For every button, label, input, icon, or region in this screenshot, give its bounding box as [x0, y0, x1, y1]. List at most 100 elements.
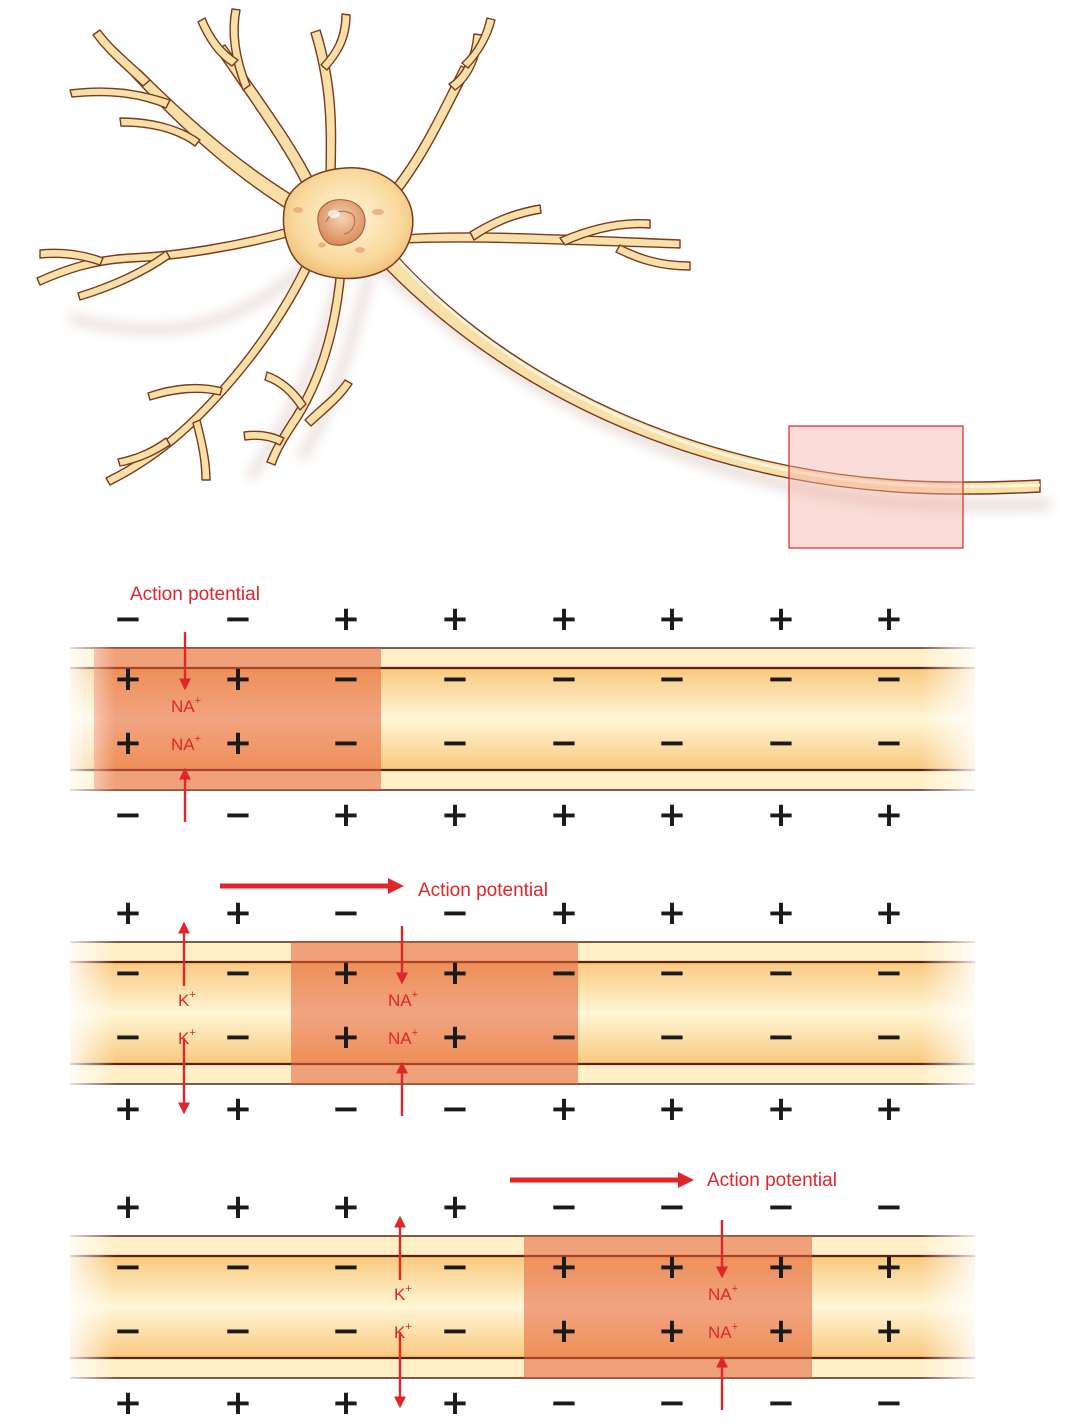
- minus-sign: −: [332, 1247, 361, 1287]
- plus-sign: +: [441, 1187, 470, 1227]
- plus-sign: +: [332, 1187, 361, 1227]
- zoom-box: [789, 426, 963, 548]
- minus-sign: −: [224, 599, 253, 639]
- minus-sign: −: [550, 953, 579, 993]
- minus-sign: −: [332, 1311, 361, 1351]
- minus-sign: −: [224, 1017, 253, 1057]
- plus-sign: +: [224, 1383, 253, 1423]
- minus-sign: −: [114, 1017, 143, 1057]
- minus-sign: −: [224, 953, 253, 993]
- edge-fade: [60, 938, 985, 1088]
- plus-sign: +: [441, 795, 470, 835]
- plus-sign: +: [332, 599, 361, 639]
- minus-sign: −: [550, 1187, 579, 1227]
- minus-sign: −: [224, 1311, 253, 1351]
- minus-sign: −: [224, 1247, 253, 1287]
- plus-sign: +: [767, 1089, 796, 1129]
- plus-sign: +: [875, 795, 904, 835]
- plus-sign: +: [332, 1017, 361, 1057]
- plus-sign: +: [658, 1089, 687, 1129]
- minus-sign: −: [550, 659, 579, 699]
- minus-sign: −: [550, 723, 579, 763]
- plus-sign: +: [224, 1187, 253, 1227]
- axon-panel-3: Action potential++++−−−−−−−−++++−−−−++++…: [60, 1170, 985, 1423]
- plus-sign: +: [875, 1311, 904, 1351]
- minus-sign: −: [441, 893, 470, 933]
- minus-sign: −: [767, 659, 796, 699]
- minus-sign: −: [332, 1089, 361, 1129]
- propagation-arrow-head: [678, 1172, 694, 1188]
- minus-sign: −: [658, 953, 687, 993]
- minus-sign: −: [332, 893, 361, 933]
- plus-sign: +: [550, 1311, 579, 1351]
- minus-sign: −: [441, 1247, 470, 1287]
- plus-sign: +: [767, 795, 796, 835]
- plus-sign: +: [224, 1089, 253, 1129]
- minus-sign: −: [875, 723, 904, 763]
- plus-sign: +: [441, 599, 470, 639]
- plus-sign: +: [114, 723, 143, 763]
- plus-sign: +: [875, 1089, 904, 1129]
- plus-sign: +: [114, 1187, 143, 1227]
- plus-sign: +: [875, 599, 904, 639]
- minus-sign: −: [441, 1089, 470, 1129]
- plus-sign: +: [550, 1089, 579, 1129]
- plus-sign: +: [332, 953, 361, 993]
- plus-sign: +: [767, 893, 796, 933]
- minus-sign: −: [767, 723, 796, 763]
- minus-sign: −: [114, 795, 143, 835]
- minus-sign: −: [658, 1187, 687, 1227]
- minus-sign: −: [550, 1383, 579, 1423]
- neuron-illustration: [37, 9, 1050, 548]
- plus-sign: +: [114, 659, 143, 699]
- plus-sign: +: [875, 893, 904, 933]
- plus-sign: +: [875, 1247, 904, 1287]
- minus-sign: −: [875, 659, 904, 699]
- minus-sign: −: [875, 953, 904, 993]
- minus-sign: −: [875, 1383, 904, 1423]
- minus-sign: −: [767, 1017, 796, 1057]
- plus-sign: +: [114, 1089, 143, 1129]
- nucleus: [318, 200, 365, 246]
- plus-sign: +: [550, 893, 579, 933]
- plus-sign: +: [767, 1311, 796, 1351]
- minus-sign: −: [114, 1247, 143, 1287]
- minus-sign: −: [114, 1311, 143, 1351]
- plus-sign: +: [550, 1247, 579, 1287]
- minus-sign: −: [767, 1187, 796, 1227]
- minus-sign: −: [658, 723, 687, 763]
- minus-sign: −: [114, 953, 143, 993]
- minus-sign: −: [875, 1187, 904, 1227]
- minus-sign: −: [441, 1311, 470, 1351]
- minus-sign: −: [550, 1017, 579, 1057]
- minus-sign: −: [658, 659, 687, 699]
- plus-sign: +: [441, 953, 470, 993]
- plus-sign: +: [114, 893, 143, 933]
- propagation-arrow-head: [388, 878, 404, 894]
- minus-sign: −: [658, 1017, 687, 1057]
- minus-sign: −: [658, 1383, 687, 1423]
- plus-sign: +: [658, 795, 687, 835]
- edge-fade: [60, 1232, 985, 1382]
- minus-sign: −: [767, 953, 796, 993]
- minus-sign: −: [875, 1017, 904, 1057]
- minus-sign: −: [114, 599, 143, 639]
- plus-sign: +: [658, 599, 687, 639]
- minus-sign: −: [767, 1383, 796, 1423]
- action-potential-label: Action potential: [418, 880, 548, 901]
- plus-sign: +: [114, 1383, 143, 1423]
- axon-panel-2: Action potential++−−++++−−++−−−−−−++−−−−…: [60, 878, 985, 1129]
- plus-sign: +: [224, 893, 253, 933]
- plus-sign: +: [441, 1383, 470, 1423]
- plus-sign: +: [550, 599, 579, 639]
- plus-sign: +: [658, 893, 687, 933]
- plus-sign: +: [550, 795, 579, 835]
- plus-sign: +: [441, 1017, 470, 1057]
- plus-sign: +: [767, 599, 796, 639]
- axon-panel-1: Action potential−−++++++++−−−−−−++−−−−−−…: [60, 584, 985, 835]
- minus-sign: −: [332, 659, 361, 699]
- plus-sign: +: [224, 723, 253, 763]
- minus-sign: −: [441, 659, 470, 699]
- minus-sign: −: [441, 723, 470, 763]
- plus-sign: +: [332, 1383, 361, 1423]
